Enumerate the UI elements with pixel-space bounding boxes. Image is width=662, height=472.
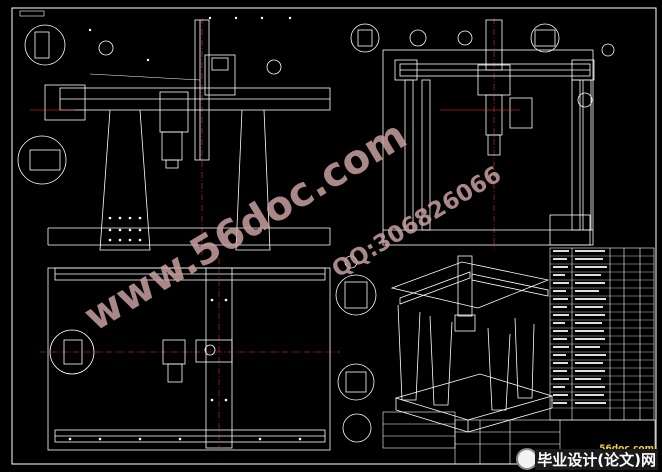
site-badge: 56doc.com 毕业设计(论文)网: [510, 444, 660, 472]
isometric-view: [390, 255, 554, 433]
site-badge-label: 毕业设计(论文)网: [535, 449, 658, 470]
title-block: [382, 411, 656, 465]
side-view: [350, 18, 615, 250]
front-view: [17, 16, 331, 255]
watermark-site-text: www.56doc.com: [76, 112, 414, 340]
parts-list-table: [549, 247, 655, 421]
top-view: [40, 255, 377, 452]
title-corner-tag: [19, 10, 45, 17]
sheet-outer-border: [11, 7, 657, 465]
